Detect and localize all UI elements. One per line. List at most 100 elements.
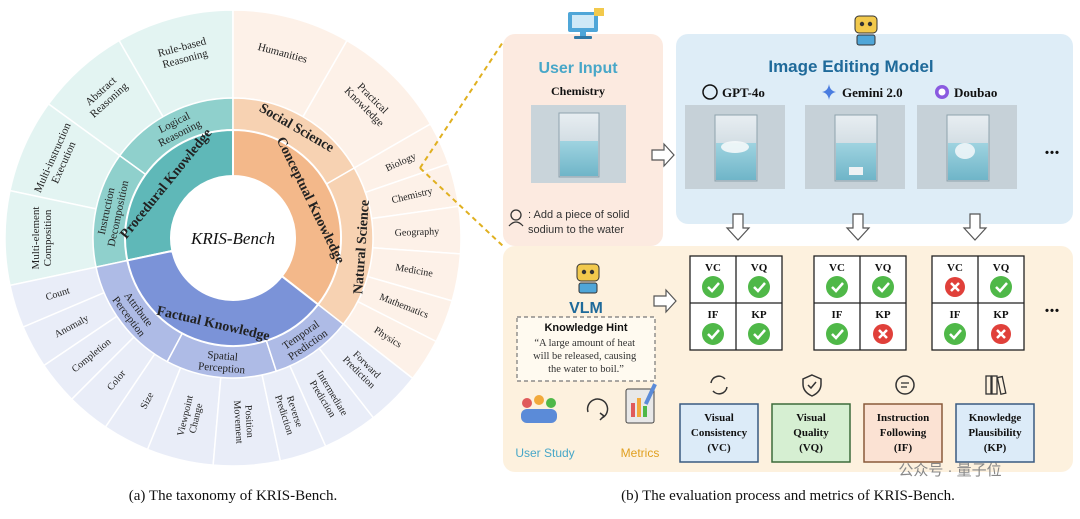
- middle-label-spatial-perception-line: Spatial: [207, 349, 238, 364]
- doubao-logo-inner: [938, 88, 946, 96]
- check-icon: [702, 323, 724, 345]
- user-study-label: User Study: [515, 446, 574, 460]
- boiling-foam: [721, 141, 749, 153]
- outer-label-multi-element-composition-line: Multi-element: [30, 207, 42, 270]
- model-doubao: Doubao: [917, 85, 1017, 189]
- metric-box-line: Plausibility: [968, 427, 1022, 439]
- metric-boxes: VisualConsistency(VC)VisualQuality(VQ)In…: [679, 403, 1035, 463]
- knowledge-hint-text: “A large amount of heat will be released…: [533, 338, 639, 375]
- check-icon: [748, 276, 770, 298]
- user-instruction: : Add a piece of solid sodium to the wat…: [528, 209, 633, 236]
- model-ellipsis: ...: [1045, 137, 1060, 159]
- metric-box-line: (KP): [984, 442, 1007, 454]
- cross-mark: [996, 329, 1006, 339]
- down-arrow-1: [725, 213, 751, 241]
- people-icon: [521, 395, 557, 423]
- metric-box-line: Visual: [796, 412, 826, 424]
- sodium-piece: [849, 167, 863, 175]
- openai-logo-icon: [702, 84, 718, 100]
- metric-box-line: Visual: [704, 412, 734, 424]
- vlm-label: VLM: [569, 300, 603, 317]
- grid-label-vq: VQ: [875, 262, 892, 274]
- user-instruction-icon: [508, 209, 524, 227]
- cross-mark: [878, 329, 888, 339]
- model-name-doubao: Doubao: [954, 85, 997, 100]
- metric-box-line: Quality: [793, 427, 829, 439]
- metric-box-line: Consistency: [691, 427, 748, 439]
- metrics-label: Metrics: [621, 446, 660, 460]
- metric-box-frame: [955, 403, 1035, 463]
- computer-icon: [568, 8, 604, 39]
- left-caption: (a) The taxonomy of KRIS-Bench.: [129, 488, 337, 504]
- check-icon: [944, 323, 966, 345]
- clipboard-chart-icon: [625, 383, 657, 424]
- grid-label-if: IF: [708, 309, 719, 321]
- metric-box-line: (IF): [894, 442, 913, 454]
- check-mark: [995, 282, 1008, 293]
- middle-label-natural-science: Natural Science: [351, 199, 373, 294]
- outer-label-position-movement-line: Movement: [231, 400, 245, 444]
- check-icon: [990, 276, 1012, 298]
- down-arrow-3: [962, 213, 988, 241]
- user-input-subject: Chemistry: [551, 84, 605, 98]
- check-mark: [707, 329, 720, 340]
- metric-box-frame: [863, 403, 943, 463]
- check-mark: [949, 329, 962, 340]
- middle-label-spatial-perception-line: Perception: [198, 360, 246, 376]
- model-gpt-4o: GPT-4o: [685, 84, 785, 189]
- grid-label-vc: VC: [829, 262, 845, 274]
- input-beaker-image: [531, 105, 626, 183]
- outer-label-geography: Geography: [395, 226, 440, 239]
- check-mark: [831, 282, 844, 293]
- check-mark: [877, 282, 890, 293]
- check-icon: [826, 276, 848, 298]
- outer-label-multi-element-composition-line: Composition: [42, 209, 54, 266]
- knowledge-hint-box: [516, 316, 656, 382]
- center-label: KRIS-Bench: [190, 229, 275, 248]
- check-icon: [872, 276, 894, 298]
- gemini-logo-icon: [822, 84, 836, 100]
- grid-label-kp: KP: [751, 309, 767, 321]
- metric-box-line: Instruction: [877, 412, 930, 424]
- grid-label-kp: KP: [875, 309, 891, 321]
- connector-bottom: [419, 167, 504, 247]
- knowledge-hint-title: Knowledge Hint: [544, 322, 627, 334]
- taxonomy-sunburst: Rule-basedReasoningAbstractReasoningMult…: [4, 9, 462, 467]
- outer-label-geography-line: Geography: [395, 226, 440, 239]
- model-panel-title: Image Editing Model: [768, 57, 933, 76]
- robot-icon-top: [854, 15, 878, 46]
- cycle-icon: [586, 398, 609, 421]
- check-icon: [702, 276, 724, 298]
- watermark: 公众号 · 量子位: [898, 462, 1001, 479]
- check-icon: [748, 323, 770, 345]
- metric-box-frame: [679, 403, 759, 463]
- grid-label-kp: KP: [993, 309, 1009, 321]
- center-hole: [171, 176, 295, 300]
- check-mark: [753, 282, 766, 293]
- shield-check-icon: [802, 374, 822, 397]
- score-grid-doubao: VC VQ IF KP: [931, 255, 1025, 351]
- down-arrow-2: [845, 213, 871, 241]
- grid-label-vc: VC: [705, 262, 721, 274]
- metric-box-line: (VQ): [799, 442, 823, 454]
- books-icon: [985, 375, 1007, 395]
- model-row: GPT-4o Gemini 2.0 Doubao: [685, 84, 1017, 189]
- model-name-gemini-2-0: Gemini 2.0: [842, 85, 903, 100]
- check-mark: [831, 329, 844, 340]
- connector-top: [419, 41, 504, 169]
- down-arrows: [725, 213, 988, 241]
- grid-label-vq: VQ: [993, 262, 1010, 274]
- check-icon: [826, 323, 848, 345]
- user-input-title: User Input: [538, 60, 618, 77]
- grid-label-vc: VC: [947, 262, 963, 274]
- bubble-cloud: [955, 143, 975, 159]
- grid-label-if: IF: [950, 309, 961, 321]
- metric-box-line: Knowledge: [969, 412, 1022, 424]
- check-mark: [707, 282, 720, 293]
- outer-label-position-movement-line: Position: [242, 405, 255, 438]
